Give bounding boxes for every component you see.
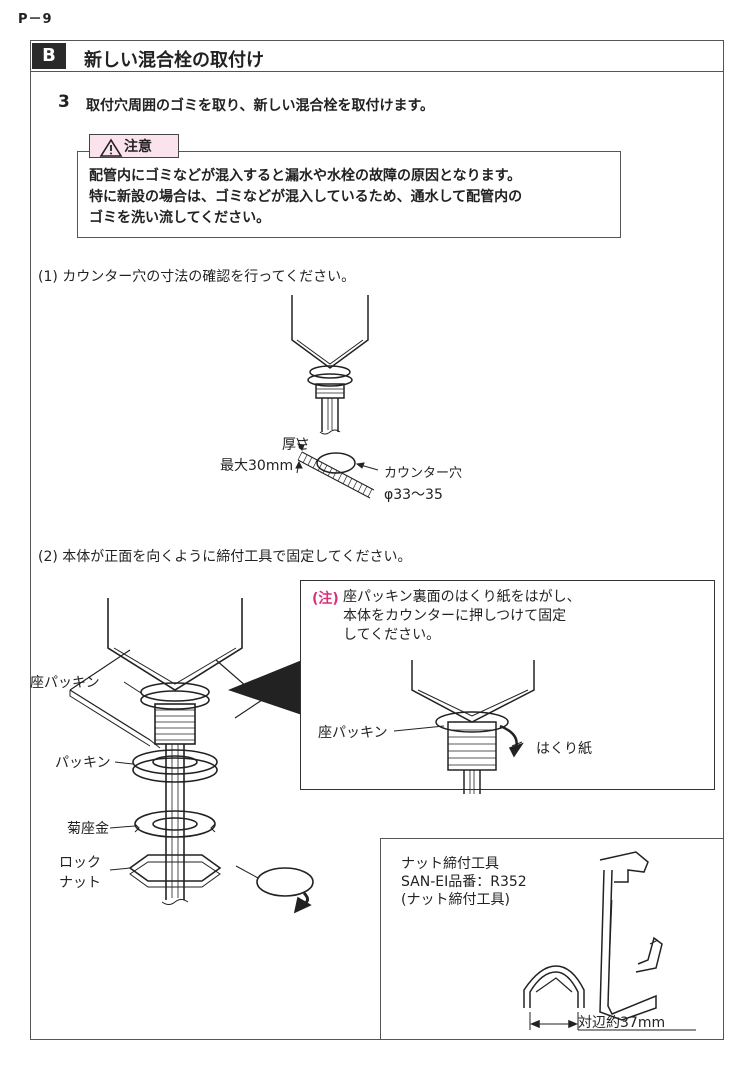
caution-box xyxy=(77,151,621,238)
note-line: 座パッキン裏面のはくり紙をはがし、 xyxy=(343,589,581,605)
counter-hole-label: カウンター穴 xyxy=(384,466,463,481)
section-title: 新しい混合栓の取付け xyxy=(84,50,264,71)
thickness-label: 厚さ xyxy=(282,437,310,453)
caution-line: ゴミを洗い流してください。 xyxy=(89,210,271,226)
counter-hole-size: φ33～35 xyxy=(384,487,443,503)
note-line: 本体をカウンターに押しつけて固定 xyxy=(343,608,567,624)
tool-text: ナット締付工具 SAN-EI品番：R352 (ナット締付工具) xyxy=(401,855,527,909)
note-label-release-paper: はくり紙 xyxy=(536,741,592,757)
note-label-seat-packing: 座パッキン xyxy=(318,725,388,741)
note-line: してください。 xyxy=(343,627,441,643)
tool-panel xyxy=(380,838,724,1040)
label-seat-packing: 座パッキン xyxy=(30,675,100,691)
caution-text: 配管内にゴミなどが混入すると漏水や水栓の故障の原因となります。 特に新設の場合は… xyxy=(89,166,619,229)
caution-label: 注意 xyxy=(124,139,152,155)
tool-line: SAN-EI品番：R352 xyxy=(401,874,527,890)
tool-line: ナット締付工具 xyxy=(401,856,499,872)
step-number: 3 xyxy=(58,92,70,112)
caution-line: 特に新設の場合は、ゴミなどが混入しているため、通水して配管内の xyxy=(89,189,523,205)
label-lock-nut-line2: ナット xyxy=(59,875,101,891)
substep-2-text: (2) 本体が正面を向くように締付工具で固定してください。 xyxy=(38,549,412,565)
tool-width-label: 対辺約37mm xyxy=(578,1015,666,1031)
label-washer: 菊座金 xyxy=(67,821,109,837)
page-number: P－9 xyxy=(18,12,53,27)
tool-line: (ナット締付工具) xyxy=(401,892,510,908)
note-text: 座パッキン裏面のはくり紙をはがし、 本体をカウンターに押しつけて固定 してくださ… xyxy=(343,588,673,645)
counter-hatching xyxy=(297,451,373,498)
note-mark: (注) xyxy=(312,591,339,607)
thickness-value: 最大30mm xyxy=(220,458,294,474)
substep-1-text: (1) カウンター穴の寸法の確認を行ってください。 xyxy=(38,269,356,285)
caution-line: 配管内にゴミなどが混入すると漏水や水栓の故障の原因となります。 xyxy=(89,168,522,184)
label-packing: パッキン xyxy=(55,755,111,771)
label-lock-nut-line1: ロック xyxy=(59,855,101,871)
note-box xyxy=(300,580,715,790)
section-header-bar xyxy=(30,40,724,72)
content-frame xyxy=(30,40,724,1040)
section-letter-badge: B xyxy=(32,43,66,69)
step-text: 取付穴周囲のゴミを取り、新しい混合栓を取付けます。 xyxy=(86,98,435,114)
